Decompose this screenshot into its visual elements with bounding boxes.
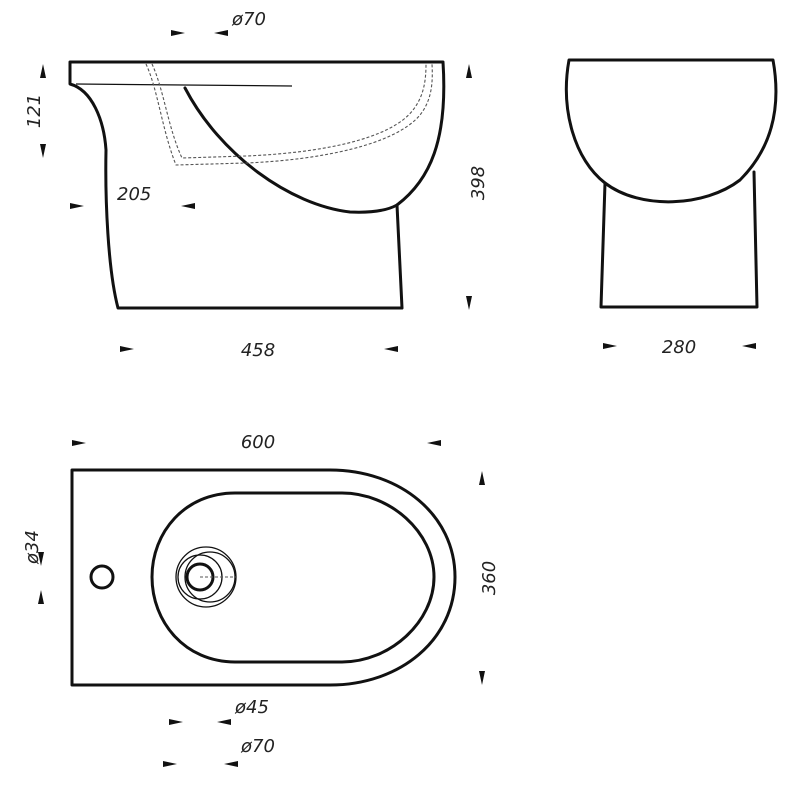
drain-inner-arrow-left: [169, 719, 183, 725]
drain-inner-diameter-label: ø45: [234, 697, 269, 718]
side-outlet-diameter-label: ø70: [231, 9, 266, 30]
tap-hole-arrow-top: [38, 552, 44, 566]
front-width-arrow-right: [742, 343, 756, 349]
tap-hole-diameter-label: ø34: [22, 530, 43, 565]
front-view: 280: [564, 58, 778, 358]
depth-arrow-left: [120, 346, 134, 352]
drain-outer-diameter-label: ø70: [240, 736, 275, 757]
side-view-hidden-channel-outer: [145, 63, 433, 166]
side-view-hidden-channel-inner: [151, 63, 427, 159]
front-view-pedestal: [599, 170, 759, 309]
front-width-arrow-left: [603, 343, 617, 349]
tap-hole-arrow-bottom: [38, 590, 44, 604]
front-view-bowl: [564, 58, 778, 204]
top-width-arrow-bottom: [479, 671, 485, 685]
drain-inner-arrow-right: [217, 719, 231, 725]
outlet-height-arrow-right: [181, 203, 195, 209]
tap-hole: [89, 564, 115, 590]
side-view: ø70 121 205 398 458: [24, 9, 489, 361]
top-view: 600 360 ø34 ø45 ø70: [22, 432, 500, 767]
top-length-label: 600: [241, 432, 275, 453]
top-view-outline: [70, 468, 457, 687]
side-outlet-arrow-right: [214, 30, 228, 36]
depth-arrow-right: [384, 346, 398, 352]
front-width-label: 280: [662, 337, 696, 358]
total-height-arrow-bottom: [466, 296, 472, 310]
top-width-arrow-top: [479, 471, 485, 485]
total-height-label: 398: [468, 166, 489, 200]
drain-outer-arrow-left: [163, 761, 177, 767]
rim-height-arrow-top: [40, 64, 46, 78]
rim-height-arrow-bottom: [40, 144, 46, 158]
side-outlet-arrow-left: [171, 30, 185, 36]
top-length-arrow-right: [427, 440, 441, 446]
drain-outer-arrow-right: [224, 761, 238, 767]
depth-label: 458: [241, 340, 275, 361]
side-view-outline: [68, 60, 446, 310]
top-view-bowl: [150, 491, 436, 664]
top-width-label: 360: [479, 561, 500, 595]
outlet-height-arrow-left: [70, 203, 84, 209]
rim-height-label: 121: [24, 94, 45, 128]
side-view-rim-line: [75, 83, 293, 87]
total-height-arrow-top: [466, 64, 472, 78]
top-length-arrow-left: [72, 440, 86, 446]
outlet-height-label: 205: [117, 184, 151, 205]
side-view-bowl-curve: [183, 86, 399, 214]
